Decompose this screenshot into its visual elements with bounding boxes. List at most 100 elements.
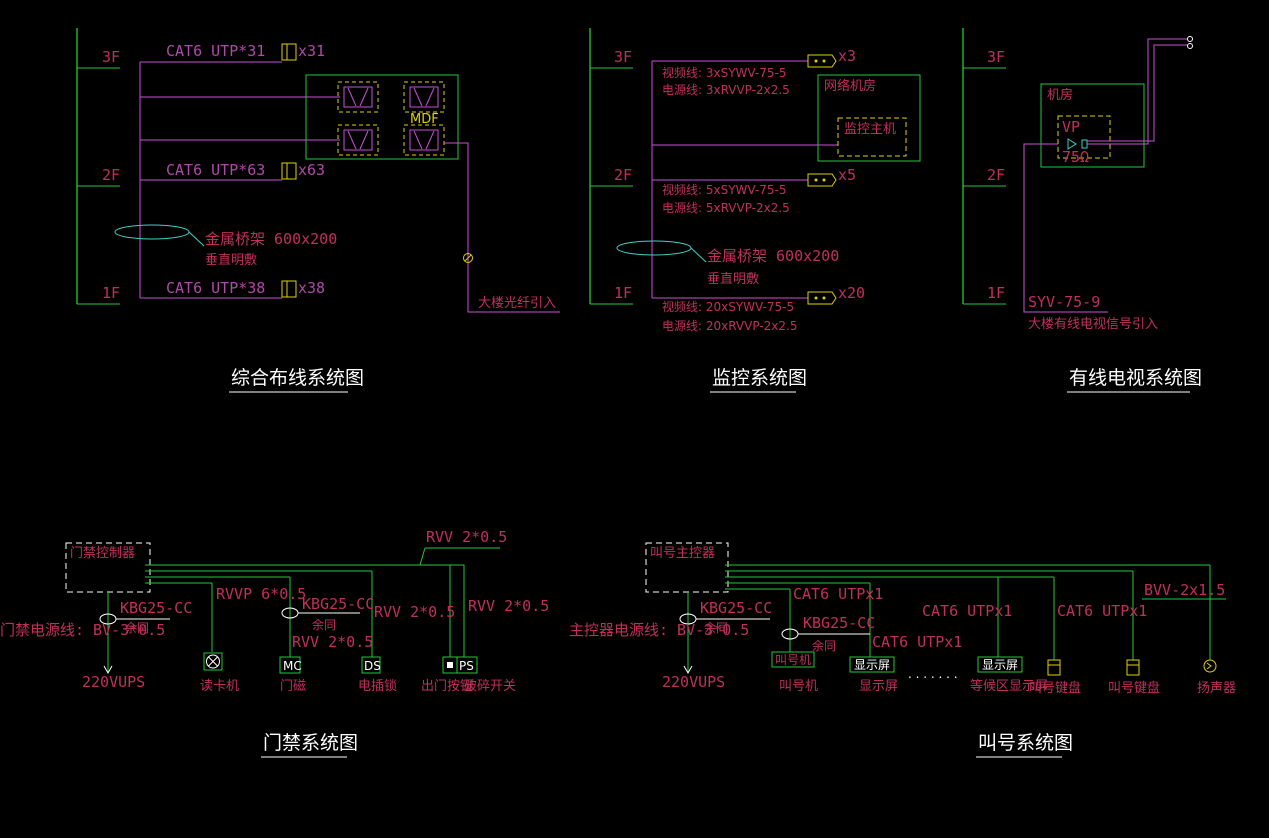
- door-magnet-icon: [279, 656, 301, 674]
- floor-label-1f: 1F: [614, 284, 632, 302]
- kbg-label-1: KBG25-CC: [120, 599, 192, 617]
- spare-label-2: 余同: [312, 617, 336, 632]
- access-controller-label: 门禁控制器: [70, 546, 135, 561]
- speaker-label: 扬声器: [1197, 681, 1236, 696]
- camera-count-1f: x20: [838, 284, 865, 302]
- cctv-title: 监控系统图: [712, 367, 807, 389]
- rvv-top-label: RVV 2*0.5: [426, 528, 507, 546]
- queue-title: 叫号系统图: [978, 732, 1073, 754]
- network-room-box: [817, 74, 921, 162]
- switch-icon-3: [403, 81, 445, 113]
- outlet-icon-1f: [281, 280, 297, 298]
- vp-box: [1057, 115, 1111, 159]
- ups-arrow-icon: [683, 665, 693, 675]
- mdf-label: MDF: [410, 112, 439, 127]
- card-reader-icon: [203, 652, 223, 671]
- kbg-label-2: KBG25-CC: [302, 595, 374, 613]
- cable-label-3f: CAT6 UTP*31: [166, 42, 265, 60]
- rvv-ds-label: RVV 2*0.5: [374, 603, 455, 621]
- floor-label-3f: 3F: [987, 48, 1005, 66]
- queue-controller-label: 叫号主控器: [650, 546, 715, 561]
- display-label: 显示屏: [859, 679, 898, 694]
- catv-cable: [1023, 143, 1108, 313]
- catv-title: 有线电视系统图: [1069, 367, 1202, 389]
- power-cable-label-1f: 电源线: 20xRVVP-2x2.5: [662, 319, 797, 333]
- mdf-icon: [403, 124, 445, 156]
- tray-leader: [690, 247, 707, 263]
- floor-label-2f: 2F: [987, 166, 1005, 184]
- equipment-room-box: [305, 74, 459, 160]
- cable-label-2f: CAT6 UTP*63: [166, 161, 265, 179]
- fiber-joint-icon: [463, 253, 473, 263]
- spare-label-1: 余同: [125, 620, 149, 635]
- outlet-count-2f: x63: [298, 161, 325, 179]
- camera-count-3f: x3: [838, 47, 856, 65]
- ellipsis-dots: . . . . . . .: [908, 667, 958, 681]
- tray-label: 金属桥架 600x200: [707, 247, 839, 265]
- queue-controller-box: [645, 542, 729, 593]
- ups-label: 220VUPS: [662, 673, 725, 691]
- signal-intro-line-1: [1087, 38, 1188, 145]
- waiting-display-icon: [977, 656, 1023, 673]
- display-icon: [849, 656, 895, 673]
- cabling-diagram: 3F 2F 1F CAT6 UTP*31 CAT6 UTP*63 CAT6 UT…: [76, 28, 560, 393]
- keypad-icon-2: [1126, 659, 1140, 676]
- cable-label-1f: CAT6 UTP*38: [166, 279, 265, 297]
- bvv-label: BVV-2x1.5: [1144, 581, 1225, 599]
- ds-box-label: DS: [364, 659, 381, 673]
- bus-drop-exit: [450, 564, 465, 657]
- card-reader-label: 读卡机: [200, 679, 239, 694]
- cabling-title: 综合布线系统图: [231, 367, 364, 389]
- tray-leader: [188, 231, 205, 247]
- video-cable-label-2f: 视频线: 5xSYWV-75-5: [662, 182, 786, 197]
- cable-tray-icon: [114, 224, 190, 240]
- monitor-host-label: 监控主机: [844, 122, 896, 137]
- floor-label-2f: 2F: [614, 166, 632, 184]
- access-title: 门禁系统图: [263, 732, 358, 754]
- outlet-icon-3f: [281, 43, 297, 61]
- fiber-cable: [444, 142, 560, 313]
- camera-icon-1f: [807, 291, 837, 305]
- outlet-count-1f: x38: [298, 279, 325, 297]
- break-glass-icon: [456, 656, 478, 674]
- electric-lock-label: 电插锁: [358, 678, 397, 694]
- electric-lock-icon: [361, 656, 381, 674]
- spare-label-1: 余同: [704, 620, 728, 635]
- leader-rvv: [419, 547, 426, 566]
- rvvp-label: RVVP 6*0.5: [216, 585, 306, 603]
- power-cable-label: 门禁电源线: BV-3*0.5: [0, 621, 165, 639]
- keypad-icon-1: [1047, 659, 1061, 676]
- floor-label-1f: 1F: [987, 284, 1005, 302]
- camera-icon-2f: [807, 173, 837, 187]
- tray-install-label: 垂直明敷: [707, 272, 759, 287]
- catv-intro-label: 大楼有线电视信号引入: [1028, 317, 1158, 332]
- waiting-display-label: 等候区显示屏: [970, 678, 1048, 694]
- power-cable-label: 主控器电源线: BV-3*0.5: [569, 621, 749, 639]
- ups-arrow-icon: [103, 665, 113, 675]
- cat-label-4: CAT6 UTPx1: [1057, 602, 1147, 620]
- floor-label-3f: 3F: [614, 48, 632, 66]
- machine-room-label: 机房: [1047, 87, 1073, 103]
- monitor-host-box: [837, 117, 907, 157]
- switch-icon-2: [337, 124, 379, 156]
- outlet-icon-2f: [281, 162, 297, 180]
- speaker-icon: [1203, 659, 1217, 673]
- floor-label-3f: 3F: [102, 48, 120, 66]
- exit-button-icon: [442, 656, 458, 674]
- camera-count-2f: x5: [838, 166, 856, 184]
- network-room-label: 网络机房: [824, 78, 876, 94]
- machine-room-box: [1040, 83, 1145, 168]
- power-cable-label-3f: 电源线: 3xRVVP-2x2.5: [662, 83, 790, 97]
- video-cable-label-1f: 视频线: 20xSYWV-75-5: [662, 299, 794, 314]
- camera-icon-3f: [807, 54, 837, 68]
- keypad-label-2: 叫号键盘: [1108, 680, 1160, 696]
- break-glass-label: 破碎开关: [464, 679, 516, 694]
- cable-tray-icon: [616, 240, 692, 256]
- keypad-label-1: 叫号键盘: [1029, 680, 1081, 696]
- ups-label: 220VUPS: [82, 673, 145, 691]
- caller-icon: [771, 651, 815, 668]
- cat-label-2: CAT6 UTPx1: [872, 633, 962, 651]
- exit-button-label: 出门按钮: [421, 679, 473, 694]
- catv-cable-label: SYV-75-9: [1028, 293, 1100, 311]
- caller-label: 叫号机: [779, 679, 818, 694]
